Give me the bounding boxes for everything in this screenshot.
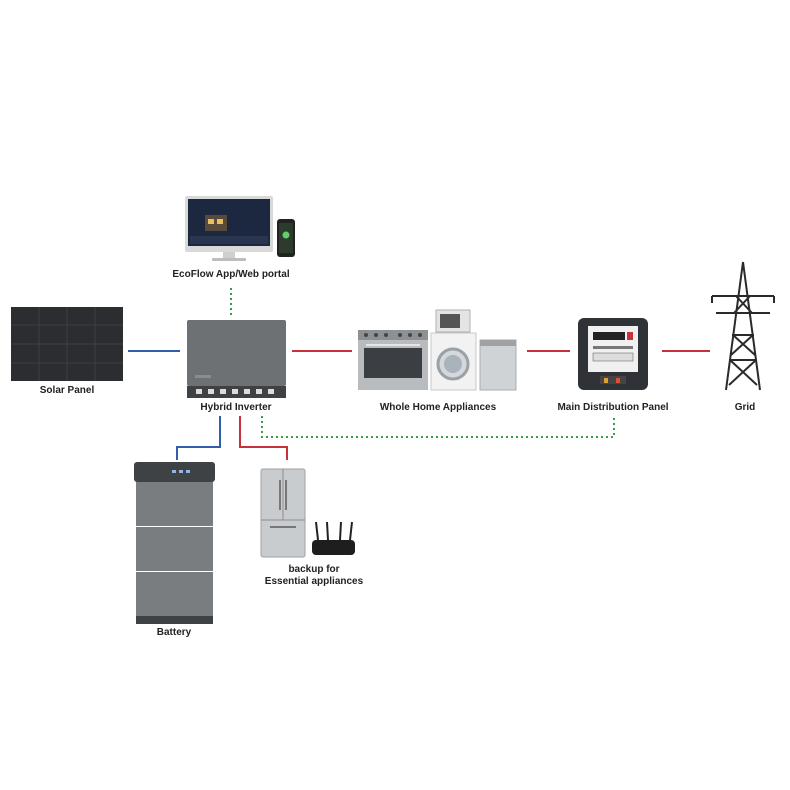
solar-panel-label: Solar Panel bbox=[39, 385, 95, 396]
refrigerator-icon bbox=[260, 468, 306, 558]
backup-label-line1: backup for bbox=[288, 564, 340, 575]
app-label: EcoFlow App/Web portal bbox=[172, 269, 290, 280]
electric-meter-icon bbox=[578, 318, 648, 390]
phone-icon bbox=[277, 219, 295, 257]
ac-line-inverter-backup bbox=[239, 416, 288, 460]
comm-line-inverter-distribution bbox=[261, 416, 615, 438]
grid-label: Grid bbox=[734, 402, 756, 413]
battery-label: Battery bbox=[156, 627, 192, 638]
transmission-tower-icon bbox=[711, 261, 775, 391]
dishwasher-icon bbox=[479, 339, 517, 391]
router-icon bbox=[312, 521, 355, 555]
washing-machine-icon bbox=[430, 332, 477, 391]
battery-icon bbox=[134, 462, 215, 624]
dc-line-inverter-battery bbox=[176, 416, 221, 460]
stove-icon bbox=[358, 330, 428, 390]
solar-panel-icon bbox=[11, 307, 123, 381]
hybrid-inverter-icon bbox=[187, 320, 286, 398]
appliances-label: Whole Home Appliances bbox=[379, 402, 497, 413]
backup-label-line2: Essential appliances bbox=[264, 576, 364, 587]
distribution-panel-label: Main Distribution Panel bbox=[557, 402, 669, 413]
microwave-icon bbox=[435, 309, 471, 333]
hybrid-inverter-label: Hybrid Inverter bbox=[200, 402, 272, 413]
monitor-icon bbox=[185, 196, 273, 261]
